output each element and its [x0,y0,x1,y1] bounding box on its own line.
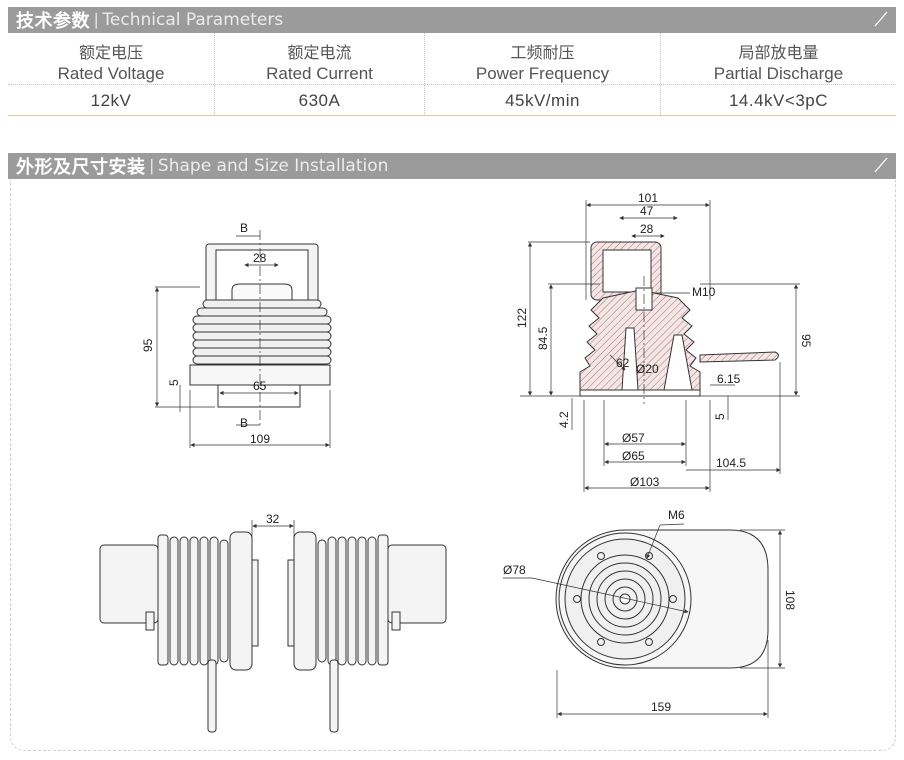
param-value: 45kV/min [505,91,580,110]
param-value: 630A [298,91,341,110]
dim-6-15: 6.15 [717,372,741,386]
pair-view-dimensions [251,520,295,540]
dim-d57: Ø57 [622,431,645,445]
param-header-power-frequency: 工频耐压 Power Frequency [424,33,660,84]
dim-159: 159 [651,700,671,714]
corner-slash-icon [874,11,888,27]
param-label-en: Power Frequency [475,64,610,83]
section-label-bottom: B [240,416,248,430]
param-header-partial-discharge: 局部放电量 Partial Discharge [660,33,896,84]
title-separator: | [94,10,99,29]
shape-title-en: Shape and Size Installation [157,156,389,176]
dim-101: 101 [638,191,658,205]
param-label-en: Rated Current [266,64,373,83]
dim-d103: Ø103 [630,475,660,489]
dim-gap-32: 32 [266,512,280,526]
section-view-drawing [579,241,779,397]
param-value-rated-current: 630A [214,85,424,115]
parameters-header-row: 额定电压 Rated Voltage 额定电流 Rated Current 工频… [8,33,896,85]
shape-size-header: 外形及尺寸安装 | Shape and Size Installation [8,153,896,179]
top-view-drawing [555,529,769,669]
dim-front-95: 95 [141,338,155,352]
dim-front-5: 5 [167,379,181,386]
top-view-dimensions [503,523,785,718]
param-label-zh: 额定电流 [287,43,352,62]
parameters-table: 额定电压 Rated Voltage 额定电流 Rated Current 工频… [8,33,896,117]
dim-28: 28 [640,222,654,236]
param-label-zh: 工频耐压 [510,43,575,62]
param-label-zh: 局部放电量 [738,43,819,62]
section-label-top: B [240,221,248,235]
dim-108: 108 [783,590,797,610]
dim-95-right: 95 [799,334,813,348]
dim-front-28: 28 [253,251,267,265]
shape-title-zh: 外形及尺寸安装 [16,157,146,177]
dim-d78: Ø78 [503,563,526,577]
param-value: 14.4kV<3pC [728,91,829,110]
param-header-rated-current: 额定电流 Rated Current [214,33,424,84]
technical-title-zh: 技术参数 [16,11,90,31]
dim-5-right: 5 [713,413,727,420]
param-label-en: Partial Discharge [713,64,844,83]
technical-parameters-header: 技术参数 | Technical Parameters [8,7,896,33]
param-label-zh: 额定电压 [78,43,143,62]
param-value-power-frequency: 45kV/min [424,85,660,115]
param-value-rated-voltage: 12kV [8,85,214,115]
section-view-dimensions [520,200,800,492]
dim-front-65: 65 [253,379,267,393]
front-view-drawing [189,243,332,408]
right-bushing [287,531,447,733]
pair-view-drawing [99,531,447,733]
param-value: 12kV [90,91,132,110]
left-bushing [99,531,259,733]
dim-4-2: 4.2 [557,411,571,428]
dim-84-5: 84.5 [536,326,550,350]
title-separator: | [149,156,154,175]
dim-d20: Ø20 [636,362,659,376]
dim-62: 62 [616,356,630,370]
param-label-en: Rated Voltage [57,64,165,83]
thread-m6: M6 [668,508,685,522]
parameters-value-row: 12kV 630A 45kV/min 14.4kV<3pC [8,85,896,116]
param-value-partial-discharge: 14.4kV<3pC [660,85,896,115]
technical-title-en: Technical Parameters [102,10,284,30]
dim-d65: Ø65 [622,449,645,463]
dim-47: 47 [640,204,654,218]
drawing-frame [10,180,896,751]
corner-slash-icon [874,157,888,173]
param-header-rated-voltage: 额定电压 Rated Voltage [8,33,214,84]
dim-122: 122 [515,308,529,328]
front-view-dimensions [154,230,331,448]
thread-m10: M10 [692,285,716,299]
dim-104-5: 104.5 [716,456,746,470]
dim-front-109: 109 [250,432,270,446]
